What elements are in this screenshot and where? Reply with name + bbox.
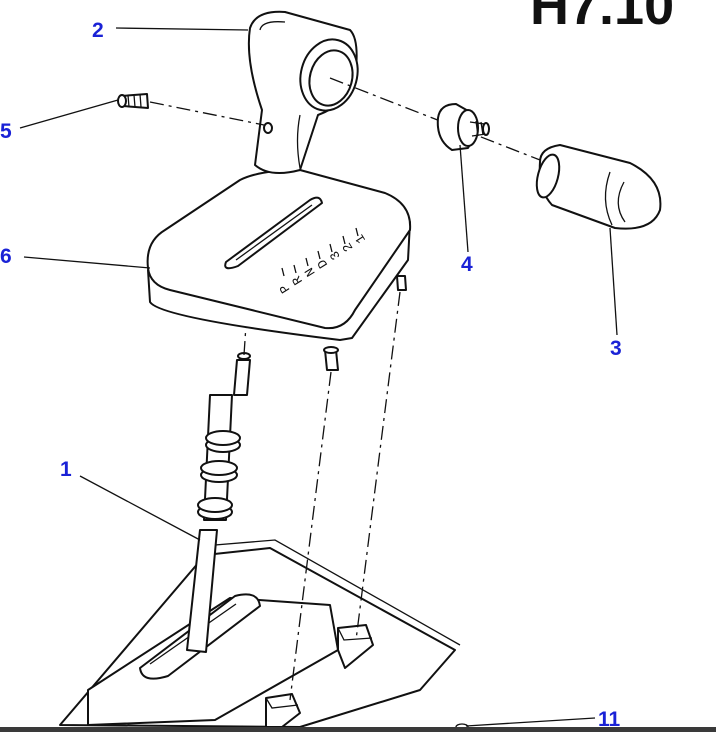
grub-screw xyxy=(117,93,265,126)
callout-2: 2 xyxy=(92,19,104,42)
callout-1: 1 xyxy=(60,458,72,481)
callout-4: 4 xyxy=(461,253,473,276)
callout-11: 11 xyxy=(598,708,621,731)
callout-5: 5 xyxy=(0,120,12,143)
callout-3: 3 xyxy=(610,337,622,360)
leader-lines xyxy=(19,27,618,731)
shift-lever-rod xyxy=(186,174,257,653)
base-housing xyxy=(59,539,461,728)
button-and-spring xyxy=(436,103,490,151)
shift-knob xyxy=(247,10,541,175)
diagram-title: H7.10 xyxy=(530,0,674,36)
push-button-cap xyxy=(535,144,662,230)
bottom-border xyxy=(0,727,716,732)
callout-6: 6 xyxy=(0,245,12,268)
